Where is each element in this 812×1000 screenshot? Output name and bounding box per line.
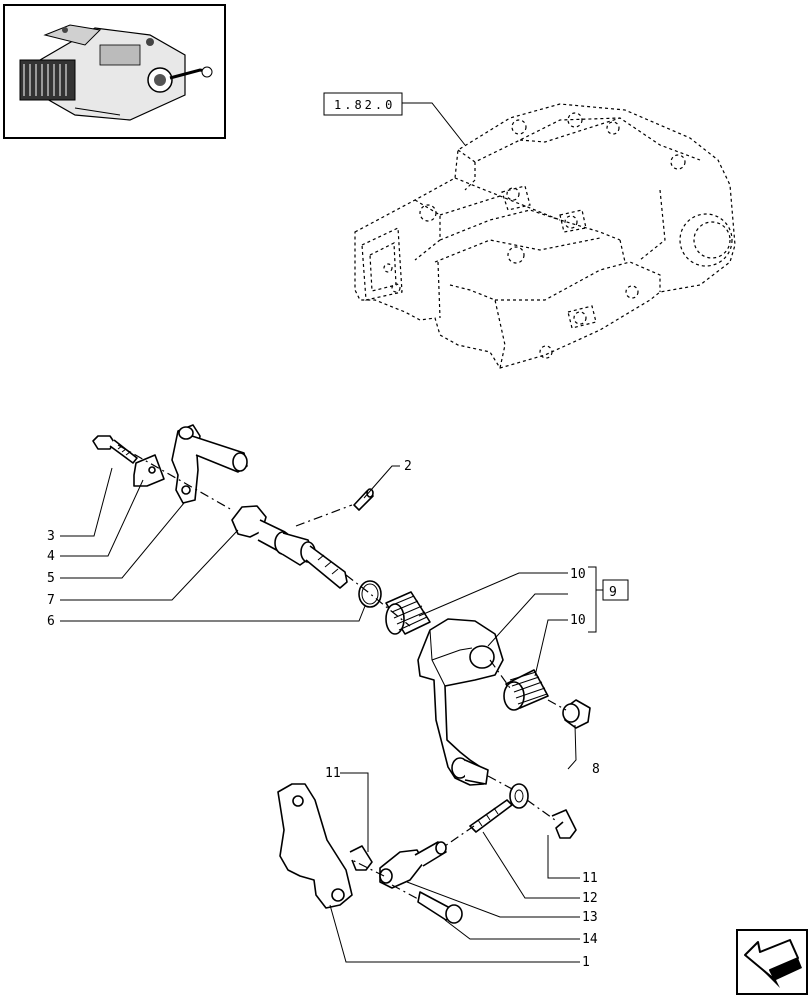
shaft [231,505,348,589]
callout-6: 6 [47,614,55,629]
next-page-arrow-icon[interactable] [736,929,808,995]
leader-lines [60,465,629,963]
needle-bearing [385,591,431,635]
eye-bolt [469,783,529,833]
bushing [562,699,591,729]
callout-10-lower: 10 [570,613,586,628]
callout-1: 1 [582,955,590,970]
hydraulic-lift-housing: 1.82.0 [323,92,736,369]
callout-12: 12 [582,891,598,906]
link-plate [277,783,353,909]
lift-arm [417,618,504,786]
callout-14: 14 [582,932,598,947]
bolt [92,435,138,464]
callout-11-right: 11 [582,871,598,886]
lock-plate [133,454,165,487]
pin [353,488,374,511]
callout-8: 8 [592,762,600,777]
lever [171,424,248,504]
clevis [379,841,447,889]
assembly-thumbnail-icon[interactable] [3,4,226,139]
spring-clip [551,809,577,839]
reference-label-1-82-0: 1.82.0 [334,98,395,112]
callout-13: 13 [582,910,598,925]
needle-bearing [503,669,549,711]
callout-3: 3 [47,529,55,544]
callout-2: 2 [404,459,412,474]
callout-7: 7 [47,593,55,608]
group-label-9: 9 [609,585,617,600]
callout-5: 5 [47,571,55,586]
callout-10-upper: 10 [570,567,586,582]
callout-11-left: 11 [325,766,341,781]
spring-clip [349,845,373,871]
clevis-pin [417,891,463,924]
snap-ring [358,580,382,608]
callout-4: 4 [47,549,55,564]
